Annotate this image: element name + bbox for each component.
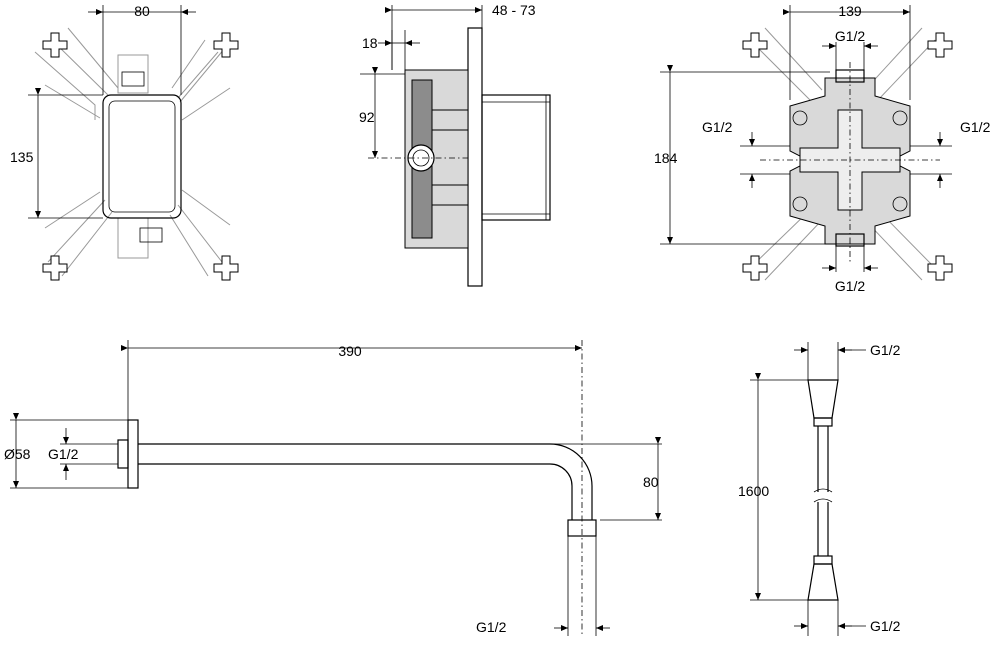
inlet-port: [407, 144, 435, 172]
side-axis-height-label: 92: [359, 109, 375, 125]
arm-flange: [127, 419, 139, 489]
valve-height-label: 184: [654, 150, 678, 166]
frame-width-label: 80: [134, 3, 150, 19]
arm-inlet-thread-label: G1/2: [48, 446, 79, 462]
valve-body-view: 139 G1/2 G1/2 G1/2 G1/2 184: [654, 3, 991, 294]
frame-opening: [102, 94, 182, 219]
hose-thread-bottom-label: G1/2: [870, 618, 901, 634]
side-section-view: 48 - 73 18 92: [359, 2, 551, 287]
arm-outlet-thread-label: G1/2: [476, 619, 507, 635]
valve-frame-arms: [749, 27, 936, 281]
valve-thread-right-label: G1/2: [960, 119, 991, 135]
sleeve: [481, 94, 551, 221]
frame-arms: [34, 27, 231, 277]
valve-width-label: 139: [838, 3, 862, 19]
valve-thread-bottom-label: G1/2: [835, 278, 866, 294]
arm-drop-label: 80: [643, 474, 659, 490]
arm-length-label: 390: [338, 343, 362, 359]
arm-pipe-inner: [138, 463, 573, 520]
arm-flange-diameter-label: Ø58: [4, 446, 31, 462]
hose-view: G1/2 G1/2 1600: [738, 342, 901, 636]
hose-bottom-fitting: [807, 563, 839, 601]
frame-opening-inner: [108, 100, 176, 213]
hose-length-label: 1600: [738, 483, 769, 499]
frame-height-label: 135: [10, 149, 34, 165]
valve-thread-top-label: G1/2: [835, 28, 866, 44]
cover-plate: [467, 27, 483, 287]
frame-front-view: 80 135: [10, 3, 239, 281]
arm-pipe-outer: [138, 443, 593, 520]
side-depth-label: 48 - 73: [492, 2, 536, 18]
hose-top-fitting: [807, 379, 839, 419]
hose-thread-top-label: G1/2: [870, 342, 901, 358]
valve-thread-left-label: G1/2: [702, 119, 733, 135]
side-offset-label: 18: [362, 35, 378, 51]
shower-arm-view: 390 80 G1/2 Ø58 G1/2: [4, 340, 662, 636]
